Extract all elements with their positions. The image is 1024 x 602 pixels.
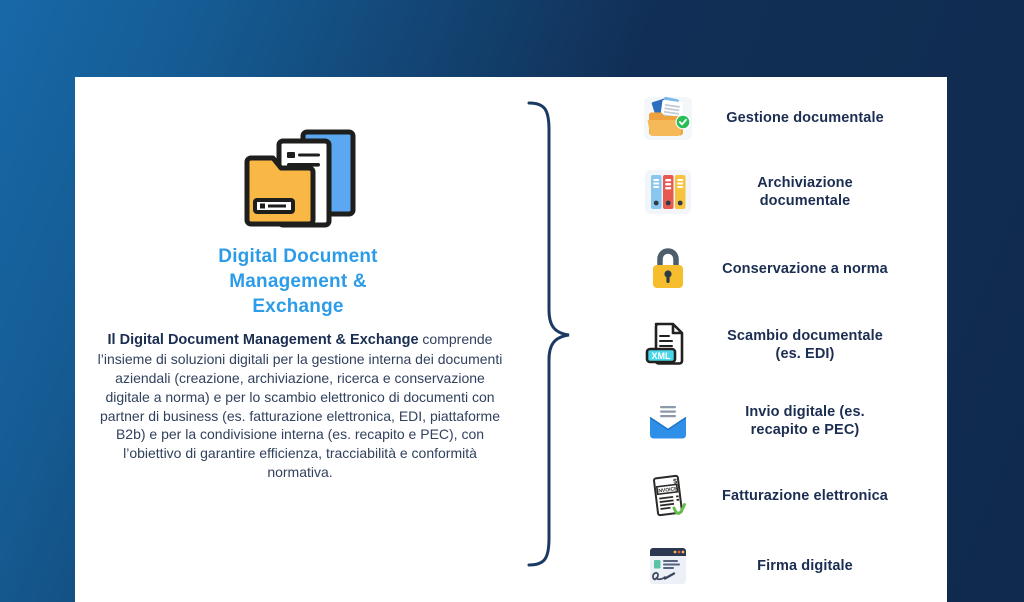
feature-label: Firma digitale <box>757 557 853 574</box>
svg-text:XML: XML <box>652 351 672 361</box>
svg-text:INVOICE: INVOICE <box>657 486 679 495</box>
feature-row-conservazione-a-norma: Conservazione a norma <box>643 241 943 297</box>
signature-window-icon <box>650 548 686 584</box>
padlock-icon <box>653 248 683 288</box>
feature-row-fatturazione-elettronica: $ INVOICE Fatturazione elettronica <box>643 468 943 524</box>
page-title: Digital Document Management & Exchange <box>218 246 378 318</box>
feature-label: Invio digitale (es. recapito e PEC) <box>745 403 865 438</box>
xml-file-icon: XML <box>645 322 684 365</box>
invoice-check-icon: $ INVOICE <box>653 474 686 517</box>
feature-label: Scambio documentale (es. EDI) <box>727 327 883 362</box>
feature-row-scambio-documentale: XML Scambio documentale (es. EDI) <box>643 317 943 373</box>
feature-label: Archiviazione documentale <box>757 174 853 209</box>
feature-row-gestione-documentale: Gestione documentale <box>643 90 943 146</box>
feature-row-firma-digitale: Firma digitale <box>643 538 943 594</box>
feature-row-invio-digitale: Invio digitale (es. recapito e PEC) <box>643 393 943 449</box>
svg-text:$: $ <box>673 478 678 485</box>
open-envelope-icon <box>649 401 687 439</box>
description-body: comprende l’insieme di soluzioni digital… <box>97 331 503 480</box>
archive-binders-icon <box>645 170 691 214</box>
feature-row-archiviazione-documentale: Archiviazione documentale <box>643 164 943 220</box>
curly-brace <box>527 101 570 567</box>
folder-documents-check-icon <box>644 96 692 140</box>
folder-documents-icon <box>244 129 356 228</box>
description-paragraph: Il Digital Document Management & Exchang… <box>97 330 503 482</box>
infographic-card: Digital Document Management & Exchange I… <box>75 77 947 602</box>
feature-label: Fatturazione elettronica <box>722 487 888 504</box>
description-lead: Il Digital Document Management & Exchang… <box>107 332 419 348</box>
feature-label: Conservazione a norma <box>722 260 888 277</box>
feature-label: Gestione documentale <box>726 109 884 126</box>
